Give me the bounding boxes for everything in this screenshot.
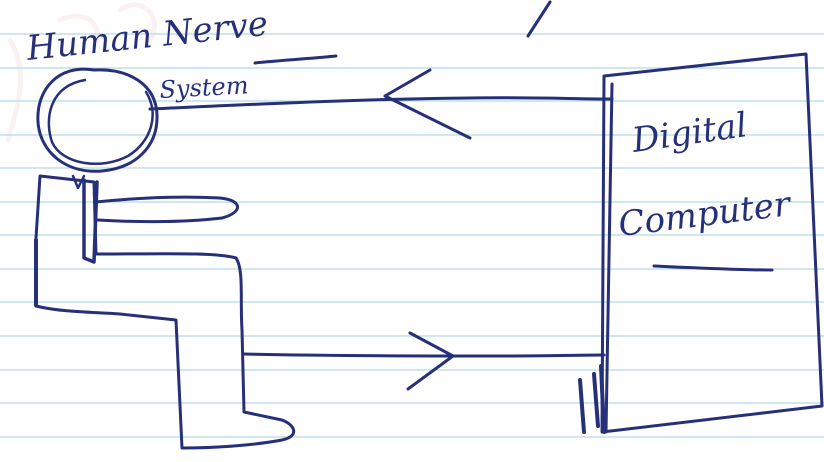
human-head-second-stroke xyxy=(49,80,153,164)
computer-label-line2: Computer xyxy=(616,184,794,245)
human-subtitle: System xyxy=(159,71,249,104)
computer-box: Digital Computer xyxy=(580,54,822,432)
computer-box-base-thick xyxy=(580,366,604,432)
human-head xyxy=(38,69,157,171)
human-thigh-detail xyxy=(84,180,97,262)
computer-left-edge-double xyxy=(606,84,612,432)
stray-stroke xyxy=(528,2,550,36)
human-figure xyxy=(36,69,294,448)
input-arrow-line xyxy=(243,354,604,356)
input-arrow-head xyxy=(408,333,453,389)
notebook-rule-lines xyxy=(0,34,824,437)
human-body-outline xyxy=(36,176,294,448)
input-arrow xyxy=(243,333,604,389)
computer-label-line1: Digital xyxy=(629,105,750,161)
feedback-arrow-head xyxy=(385,70,470,138)
human-title-underline xyxy=(255,56,336,63)
human-arm xyxy=(96,197,238,221)
human-title: Human Nerve xyxy=(24,4,270,69)
